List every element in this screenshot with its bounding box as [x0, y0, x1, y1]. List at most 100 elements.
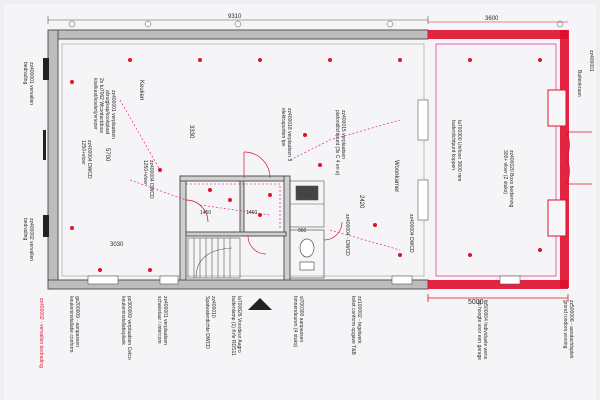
extension-walls-red [428, 30, 592, 289]
svg-text:pz300009 verplaatsen Cetco: pz300009 verplaatsen Cetco [126, 296, 132, 360]
notes-left: zz400001 vervallen bedrading zz400002 ve… [22, 62, 154, 261]
note-bottom-4: zz400001 verplaatsen [162, 296, 168, 345]
svg-text:koelkast/koelvrij/vriezer: koelkast/koelvrij/vriezer [92, 78, 98, 130]
dimension-label-top-right: 3600 [485, 16, 499, 22]
entrance-arrow-icon [248, 298, 272, 310]
svg-text:zz400018 verplaatsen 3: zz400018 verplaatsen 3 [286, 108, 292, 161]
paper-sheet [4, 4, 596, 400]
svg-text:zz400001: zz400001 [588, 50, 594, 72]
svg-text:bedrading: bedrading [22, 218, 28, 240]
svg-text:2x tu7062 Wcontactdoos: 2x tu7062 Wcontactdoos [98, 78, 104, 134]
notes-bottom: zz400002 - vervallen bedrading gx200009 … [38, 296, 574, 368]
note-bottom-9: tb500004 Individuele wens [482, 300, 488, 360]
note-bottom-8b: binnendeuren (4 stuks) [292, 296, 298, 347]
grid-markers [68, 20, 564, 28]
svg-text:zz400004 DWCD: zz400004 DWCD [408, 214, 414, 253]
svg-text:la700626 Voordeur Aagro: la700626 Voordeur Aagro [236, 296, 242, 353]
svg-text:gx200009 - aanpassen: gx200009 - aanpassen [74, 296, 80, 347]
note-left-5b: 1250+vloer [142, 160, 148, 185]
dimension-bottom: 5000 [427, 294, 569, 306]
notes-right: zz400020 Boxx bediening 300+ vloer (2 st… [502, 50, 594, 207]
svg-text:zz400004 - DWCD: zz400004 - DWCD [344, 214, 350, 256]
note-bottom-1: zz400002 - vervallen bedrading [38, 298, 44, 368]
left-windows [43, 58, 49, 237]
svg-text:op hoogte voor een garage: op hoogte voor een garage [476, 300, 482, 360]
note-bottom-8: sl700300 aanpassen [298, 296, 304, 342]
svg-text:300+ vloer (2 stuks): 300+ vloer (2 stuks) [502, 150, 508, 194]
svg-text:bedrading: bedrading [22, 62, 28, 84]
note-bottom-10: zz500006 - aandachtsplek [568, 300, 574, 359]
note-bottom-3b: keukeninstallatieplank [120, 296, 126, 345]
svg-text:schakelaar / intercom: schakelaar / intercom [156, 296, 162, 344]
note-center-1: zz400018 verplaatsen 3 [286, 108, 292, 161]
dimension-label-top: 9310 [228, 14, 242, 20]
note-bottom-7b: toilet conform opgave T&B [350, 296, 356, 355]
note-left-4: zz400004 DWCD [86, 140, 92, 179]
svg-text:buitenlichtpunt koppen: buitenlichtpunt koppen [450, 120, 456, 170]
note-left-2b: bedrading [22, 218, 28, 240]
dimension-top: 9310 3600 [47, 14, 568, 24]
note-bottom-9b: op hoogte voor een garage [476, 300, 482, 360]
dimension-label-small-1: 1450 [200, 210, 211, 216]
room-labels: Keuken Woonkamer Buitenkraan [138, 70, 582, 192]
note-center-5: zz400004 DWCD [408, 214, 414, 253]
note-right-1: zz400020 Boxx bediening [508, 150, 514, 207]
room-label-tap: Buitenkraan [576, 70, 582, 97]
room-label-kitchen: Keuken [138, 80, 144, 100]
note-left-5: zz400004 DWCD [148, 160, 154, 199]
svg-text:afzuigkap/kookplaat: afzuigkap/kookplaat [104, 90, 110, 135]
svg-text:plafondlichtpunt (3x C 4 en e): plafondlichtpunt (3x C 4 en e) [334, 110, 340, 176]
note-left-1: zz400001 vervallen [28, 62, 34, 105]
svg-text:zz400004 DWCD: zz400004 DWCD [86, 140, 92, 179]
svg-text:keukeninstallatieplank: keukeninstallatieplank [120, 296, 126, 345]
dimension-label-left-upper: 3330 [188, 125, 194, 139]
note-center-4: zz400004 - DWCD [344, 214, 350, 256]
svg-text:zz400002 - vervallen bedrading: zz400002 - vervallen bedrading [38, 298, 44, 368]
wiring-lines [119, 99, 401, 251]
note-bottom-5b: Spatwaterdichte DWCD [204, 296, 210, 349]
note-bottom-5: zz400010 [210, 296, 216, 318]
svg-text:sl700300 aanpassen: sl700300 aanpassen [298, 296, 304, 342]
dimension-label-mid: 2420 [358, 195, 364, 209]
note-left-1b: bedrading [22, 62, 28, 84]
interior-walls [179, 175, 291, 281]
svg-text:buitenlamp (1) Krfe RDS11: buitenlamp (1) Krfe RDS11 [230, 296, 236, 356]
svg-text:la700300 Unifoon 3600 mm: la700300 Unifoon 3600 mm [456, 120, 462, 181]
note-bottom-10b: grond rondom woning [562, 300, 568, 349]
note-left-6b: afzuigkap/kookplaat [104, 90, 110, 135]
note-left-4b: 1250+vloer [80, 140, 86, 165]
electrical-points [70, 58, 542, 272]
door-swings [185, 151, 343, 255]
svg-text:elektrapunten tpv: elektrapunten tpv [280, 108, 286, 147]
note-bottom-2b: keukeninstallatie conform [68, 296, 74, 352]
svg-text:1250+vloer: 1250+vloer [80, 140, 86, 165]
note-center-2: zz400015 verplaatsen [340, 110, 346, 159]
svg-text:zz400015 verplaatsen: zz400015 verplaatsen [340, 110, 346, 159]
note-bottom-6: la700626 Voordeur Aagro [236, 296, 242, 353]
notes-center: zz400018 verplaatsen 3 elektrapunten tpv… [280, 108, 462, 256]
svg-text:tb500004 Individuele wens: tb500004 Individuele wens [482, 300, 488, 360]
meter-cupboard [289, 180, 325, 228]
note-bottom-3: pz300009 verplaatsen Cetco [126, 296, 132, 360]
svg-text:zz100002 - tegelwerk: zz100002 - tegelwerk [356, 296, 362, 344]
svg-text:zz400004 DWCD: zz400004 DWCD [148, 160, 154, 199]
dimension-label-left-bottom: 3030 [110, 242, 124, 248]
svg-text:zz400002 vervallen: zz400002 vervallen [28, 218, 34, 261]
symbol-boxes [87, 99, 521, 285]
svg-text:toilet conform opgave T&B: toilet conform opgave T&B [350, 296, 356, 355]
svg-text:zz500006 - aandachtsplek: zz500006 - aandachtsplek [568, 300, 574, 359]
svg-text:zz400020 Boxx bediening: zz400020 Boxx bediening [508, 150, 514, 207]
note-bottom-7: zz100002 - tegelwerk [356, 296, 362, 344]
dimension-label-bottom: 5000 [468, 299, 484, 306]
note-center-3: la700300 Unifoon 3600 mm [456, 120, 462, 181]
svg-text:grond rondom woning: grond rondom woning [562, 300, 568, 349]
svg-text:zz400001 verplaatsen: zz400001 verplaatsen [110, 90, 116, 139]
note-bottom-6b: buitenlamp (1) Krfe RDS11 [230, 296, 236, 356]
dimension-label-small-3: 960 [298, 228, 307, 234]
note-left-6: zz400001 verplaatsen [110, 90, 116, 139]
note-right-1b: 300+ vloer (2 stuks) [502, 150, 508, 194]
note-left-3: 2x tu7062 Wcontactdoos [98, 78, 104, 134]
svg-text:zz400010: zz400010 [210, 296, 216, 318]
room-label-living: Woonkamer [393, 160, 399, 192]
svg-text:1250+vloer: 1250+vloer [142, 160, 148, 185]
